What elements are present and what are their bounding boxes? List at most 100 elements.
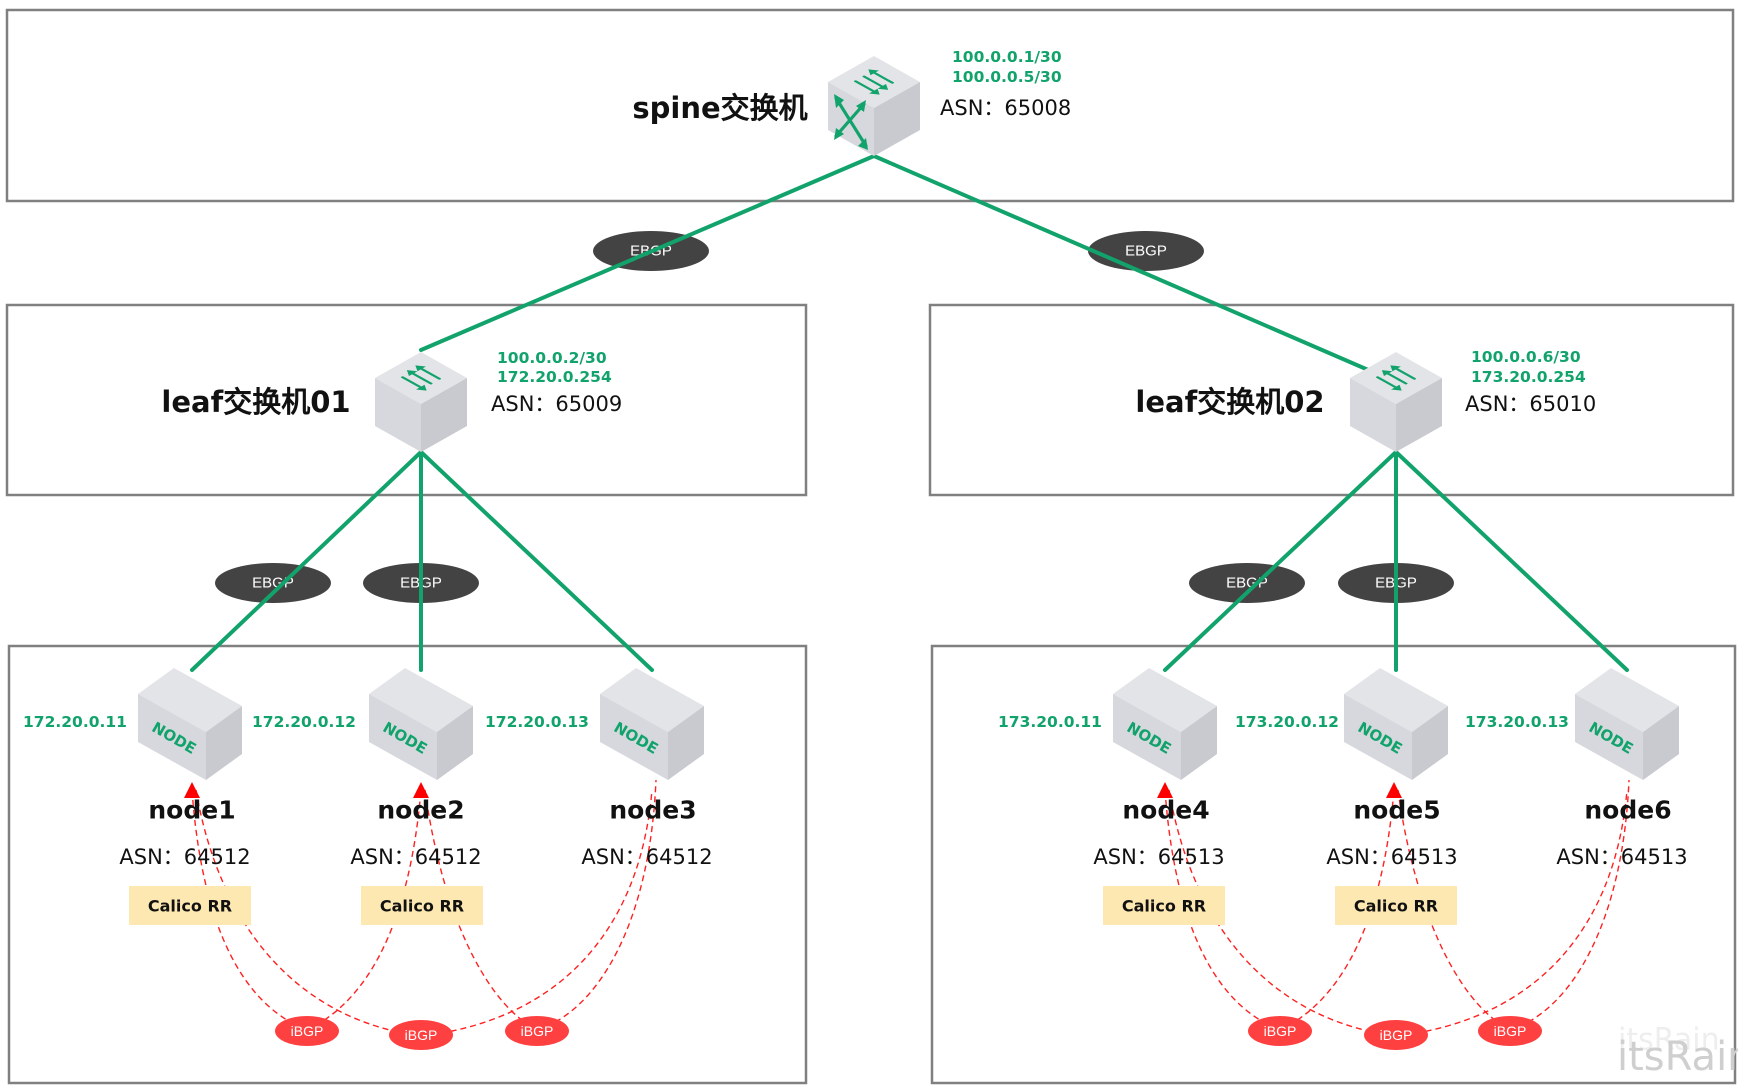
ebgp-link-label-leaf02-node4: EBGP bbox=[1189, 563, 1305, 603]
leaf02-label: leaf交换机02 bbox=[1135, 385, 1324, 419]
ibgp-label: iBGP bbox=[505, 1016, 569, 1046]
node-6: 173.20.0.13 NODE node6 ASN：64513 bbox=[1465, 668, 1688, 869]
leaf01-ip-2: 172.20.0.254 bbox=[497, 368, 612, 386]
ibgp-label: iBGP bbox=[1478, 1016, 1542, 1046]
leaf-switch-02: leaf交换机02 100.0.0.6/30 173.20.0.254 ASN：… bbox=[1135, 348, 1596, 452]
server-node-icon: NODE bbox=[1113, 668, 1217, 780]
svg-text:iBGP: iBGP bbox=[291, 1023, 324, 1039]
link-spine-leaf02 bbox=[872, 154, 1398, 384]
ibgp-arrowhead-node4 bbox=[1157, 782, 1173, 798]
leaf01-ip-1: 100.0.0.2/30 bbox=[497, 349, 607, 367]
node-name: node1 bbox=[148, 796, 235, 825]
node-1: 172.20.0.11 NODE node1 ASN：64512 Calico … bbox=[23, 668, 251, 925]
leaf02-layer-frame bbox=[928, 303, 1735, 497]
link-leaf01-node3 bbox=[419, 450, 654, 672]
svg-text:iBGP: iBGP bbox=[405, 1027, 438, 1043]
ibgp-label: iBGP bbox=[1248, 1016, 1312, 1046]
node-name: node4 bbox=[1122, 796, 1209, 825]
server-node-icon: NODE bbox=[1575, 668, 1679, 780]
watermark-shadow: itsRain bbox=[1618, 1023, 1720, 1058]
link-spine-leaf01 bbox=[419, 154, 876, 352]
leaf-switch-01: leaf交换机01 100.0.0.2/30 172.20.0.254 ASN：… bbox=[161, 349, 622, 452]
spine-switch: spine交换机 100.0.0.1/30 100.0.0.5/30 ASN：6… bbox=[632, 48, 1071, 156]
svg-text:Calico RR: Calico RR bbox=[148, 897, 232, 916]
server-node-icon: NODE bbox=[600, 668, 704, 780]
ibgp-curve bbox=[191, 789, 308, 1031]
node-name: node5 bbox=[1353, 796, 1440, 825]
node-ip: 173.20.0.11 bbox=[998, 713, 1102, 731]
node-name: node3 bbox=[609, 796, 696, 825]
calico-rr-badge: Calico RR bbox=[1103, 886, 1225, 925]
leaf02-switch-icon bbox=[1350, 352, 1442, 452]
svg-text:Calico RR: Calico RR bbox=[380, 897, 464, 916]
leaf02-ip-1: 100.0.0.6/30 bbox=[1471, 348, 1581, 366]
svg-text:EBGP: EBGP bbox=[1226, 575, 1268, 592]
svg-text:iBGP: iBGP bbox=[521, 1023, 554, 1039]
ibgp-label: iBGP bbox=[275, 1016, 339, 1046]
ibgp-curve bbox=[1509, 779, 1630, 1031]
node-name: node6 bbox=[1584, 796, 1671, 825]
svg-text:iBGP: iBGP bbox=[1494, 1023, 1527, 1039]
leaf01-label: leaf交换机01 bbox=[161, 385, 350, 419]
spine-switch-label: spine交换机 bbox=[632, 91, 807, 125]
link-leaf01-node1 bbox=[190, 450, 423, 672]
ibgp-curve bbox=[1164, 789, 1281, 1031]
ibgp-sessions-rack02 bbox=[1157, 779, 1630, 1037]
node-asn: ASN：64513 bbox=[1556, 845, 1687, 869]
svg-text:iBGP: iBGP bbox=[1264, 1023, 1297, 1039]
ibgp-curve bbox=[1397, 789, 1511, 1031]
ibgp-arrowhead-node1 bbox=[184, 782, 200, 798]
ibgp-curve bbox=[420, 789, 653, 1037]
leaf01-switch-icon bbox=[375, 352, 467, 452]
link-leaf02-node6 bbox=[1394, 450, 1629, 672]
node-ip: 172.20.0.11 bbox=[23, 713, 127, 731]
ibgp-arrowhead-node5 bbox=[1386, 782, 1402, 798]
ibgp-sessions-rack01 bbox=[184, 779, 657, 1037]
node-3: 172.20.0.13 NODE node3 ASN：64512 bbox=[485, 668, 713, 869]
ibgp-curve bbox=[306, 789, 422, 1031]
spine-switch-icon bbox=[828, 56, 920, 156]
node-asn: ASN：64512 bbox=[119, 845, 250, 869]
ibgp-arrowhead-node2 bbox=[413, 782, 429, 798]
ibgp-label: iBGP bbox=[1364, 1020, 1428, 1050]
svg-text:Calico RR: Calico RR bbox=[1122, 897, 1206, 916]
calico-rr-badge: Calico RR bbox=[361, 886, 483, 925]
node-ip: 173.20.0.12 bbox=[1235, 713, 1339, 731]
svg-text:iBGP: iBGP bbox=[1380, 1027, 1413, 1043]
spine-ip-2: 100.0.0.5/30 bbox=[952, 68, 1062, 86]
spine-ip-1: 100.0.0.1/30 bbox=[952, 48, 1062, 66]
ebgp-link-label-spine-leaf02: EBGP bbox=[1088, 231, 1204, 271]
svg-text:EBGP: EBGP bbox=[1125, 243, 1167, 260]
node-ip: 172.20.0.12 bbox=[252, 713, 356, 731]
ibgp-label: iBGP bbox=[389, 1020, 453, 1050]
ebgp-link-label-leaf01-node1: EBGP bbox=[215, 563, 331, 603]
leaf02-asn: ASN：65010 bbox=[1465, 392, 1596, 416]
svg-text:Calico RR: Calico RR bbox=[1354, 897, 1438, 916]
node-name: node2 bbox=[377, 796, 464, 825]
spine-asn: ASN：65008 bbox=[940, 96, 1071, 120]
ibgp-curve bbox=[536, 779, 657, 1031]
node-asn: ASN：64512 bbox=[581, 845, 712, 869]
server-node-icon: NODE bbox=[1344, 668, 1448, 780]
svg-text:EBGP: EBGP bbox=[252, 575, 294, 592]
node-5: 173.20.0.12 NODE node5 ASN：64513 Calico … bbox=[1235, 668, 1458, 925]
leaf01-asn: ASN：65009 bbox=[491, 392, 622, 416]
ibgp-curve bbox=[195, 789, 422, 1037]
server-node-icon: NODE bbox=[138, 668, 242, 780]
leaf02-ip-2: 173.20.0.254 bbox=[1471, 368, 1586, 386]
node-2: 172.20.0.12 NODE node2 ASN：64512 Calico … bbox=[252, 668, 483, 925]
node-asn: ASN：64513 bbox=[1093, 845, 1224, 869]
link-leaf02-node4 bbox=[1163, 450, 1398, 672]
ibgp-curve bbox=[424, 789, 538, 1031]
calico-rr-badge: Calico RR bbox=[129, 886, 251, 925]
node-ip: 173.20.0.13 bbox=[1465, 713, 1569, 731]
ibgp-curve bbox=[1168, 789, 1397, 1037]
ibgp-curve bbox=[1395, 789, 1628, 1037]
calico-rr-badge: Calico RR bbox=[1335, 886, 1457, 925]
node-asn: ASN：64513 bbox=[1326, 845, 1457, 869]
watermark: itsRain bbox=[1617, 1034, 1738, 1080]
node-4: 173.20.0.11 NODE node4 ASN：64513 Calico … bbox=[998, 668, 1225, 925]
node-asn: ASN：64512 bbox=[350, 845, 481, 869]
server-node-icon: NODE bbox=[369, 668, 473, 780]
